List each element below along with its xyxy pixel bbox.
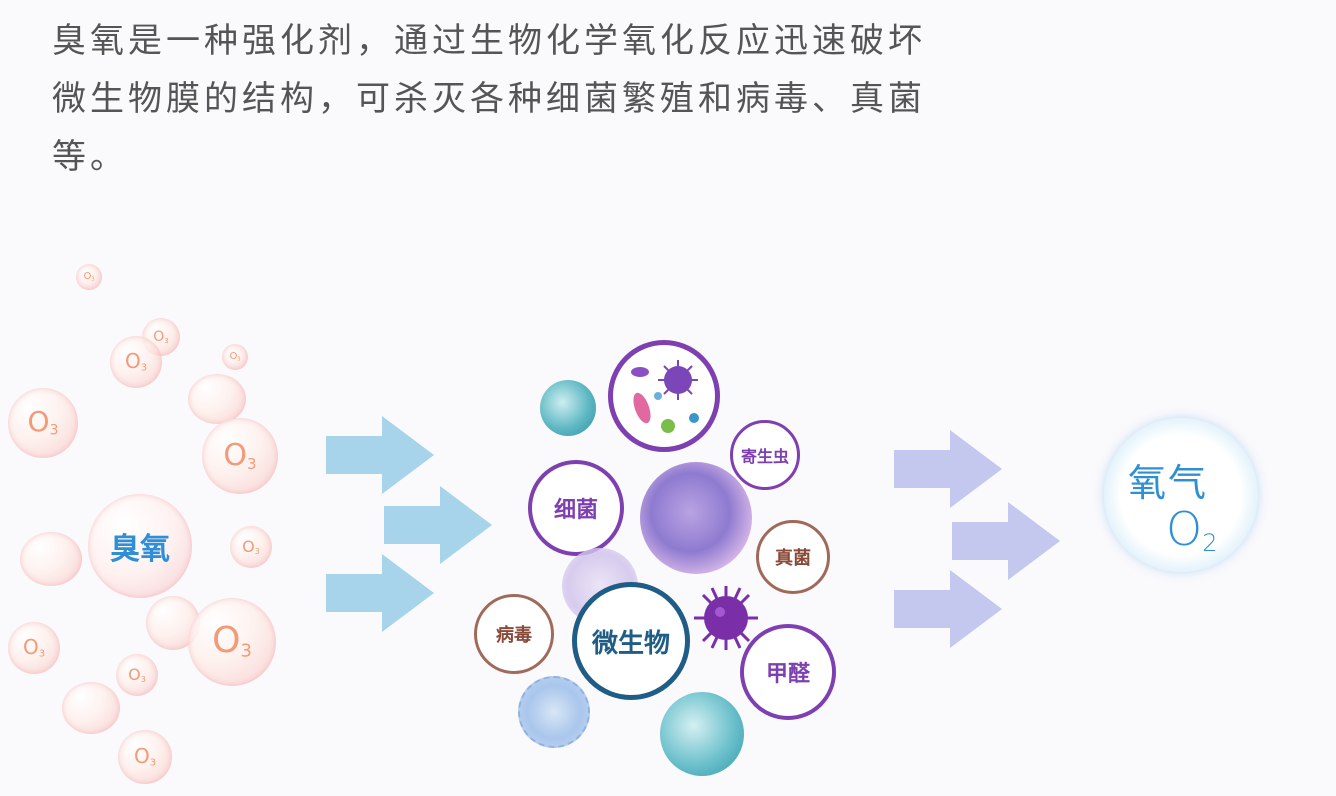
flow-arrow-icon [952, 502, 1060, 580]
flow-arrow-icon [326, 416, 434, 494]
intro-paragraph: 臭氧是一种强化剂，通过生物化学氧化反应迅速破坏微生物膜的结构，可杀灭各种细菌繁殖… [52, 21, 926, 177]
ozone-bubble: O3 [188, 598, 276, 686]
ozone-bubble: O3 [116, 654, 158, 696]
ozone-bubble: O3 [202, 418, 278, 494]
microbe-sample-circle [608, 340, 720, 452]
virus-icon [694, 586, 758, 650]
ozone-main-bubble: 臭氧 [88, 494, 192, 598]
microbe-cell-icon [640, 462, 752, 574]
formaldehyde-circle: 甲醛 [740, 624, 836, 720]
ozone-bubble: O3 [8, 388, 78, 458]
ozone-bubble [188, 374, 246, 424]
microbe-cell-icon [660, 692, 744, 776]
ozone-bubble: O3 [230, 526, 272, 568]
oxygen-bubble-icon: 氧气 O2 [1104, 418, 1258, 572]
bacteria-circle: 细菌 [528, 460, 624, 556]
flow-arrow-icon [326, 554, 434, 632]
flow-arrow-icon [384, 486, 492, 564]
virus-circle: 病毒 [474, 594, 554, 674]
ozone-bubble [62, 682, 120, 734]
microbe-cell-icon [518, 676, 590, 748]
ozone-bubble: O3 [110, 336, 162, 388]
ozone-bubble: O3 [76, 264, 102, 290]
oxygen-formula: O2 [1166, 502, 1218, 557]
parasite-circle: 寄生虫 [730, 420, 800, 490]
microbes-sample-icon [631, 360, 699, 433]
ozone-bubble [20, 532, 82, 586]
fungi-circle: 真菌 [756, 520, 830, 594]
microbe-cell-icon [540, 380, 596, 436]
microbe-center-circle: 微生物 [572, 582, 690, 700]
ozone-bubble: O3 [222, 344, 248, 370]
ozone-bubble: O3 [118, 730, 172, 784]
ozone-bubble: O3 [8, 622, 60, 674]
flow-arrow-icon [894, 430, 1002, 508]
flow-arrow-icon [894, 570, 1002, 648]
oxygen-label: 氧气 [1128, 461, 1209, 505]
